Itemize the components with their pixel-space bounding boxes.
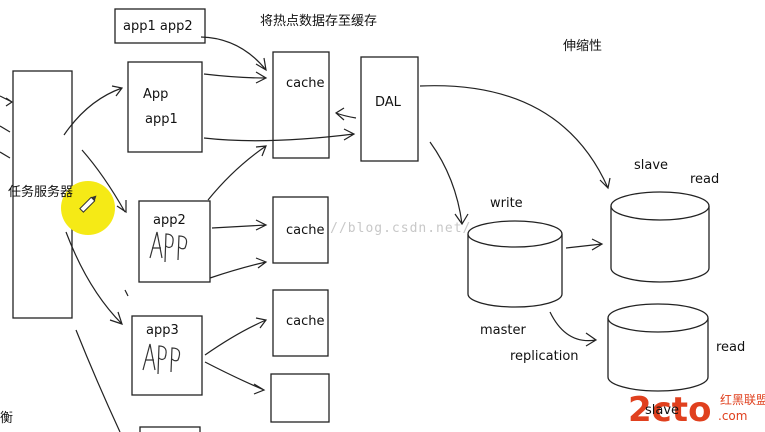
site-logo: 2cto slave 红黑联盟 .com	[628, 390, 765, 430]
app1-box	[127, 61, 203, 153]
hot-data-note: 将热点数据存至缓存	[260, 14, 377, 29]
logo-main-text: 2cto	[628, 390, 711, 430]
top-app-box	[114, 8, 206, 44]
scalability-label: 伸缩性	[563, 38, 602, 54]
cache4-box	[270, 373, 330, 423]
master-label: master	[480, 323, 526, 338]
slave-bottom-label: slave	[645, 403, 679, 418]
read-top-label: read	[690, 172, 719, 187]
cache3-box	[272, 289, 329, 357]
write-label: write	[490, 196, 523, 211]
top-app-label: app1 app2	[123, 19, 193, 34]
replication-label: replication	[510, 349, 579, 364]
app2-handwriting	[149, 231, 188, 263]
app2-label: app2	[153, 213, 186, 228]
task-server-label: 任务服务器	[8, 184, 73, 200]
app3-label: app3	[146, 323, 179, 338]
slave-top-label: slave	[634, 158, 668, 173]
connectors	[63, 36, 611, 432]
cache2-label: cache	[286, 223, 325, 238]
logo-suffix: .com	[718, 409, 747, 423]
slave-db-bottom-cylinder	[607, 303, 709, 392]
app1-upper-label: App	[143, 87, 168, 102]
app1-label: app1	[145, 112, 178, 127]
cache1-box	[272, 51, 330, 159]
watermark-text: http://blog.csdn.net/	[286, 221, 471, 236]
cache2-box	[272, 196, 329, 264]
partial-app-box	[139, 426, 201, 432]
app3-box	[131, 315, 203, 396]
cache1-label: cache	[286, 76, 325, 91]
left-fragment-label: 衡	[0, 411, 13, 426]
dal-label: DAL	[375, 95, 402, 110]
read-bottom-label: read	[716, 340, 745, 355]
left-edge-arrows	[0, 95, 14, 159]
master-db-cylinder	[467, 220, 563, 308]
pencil-icon	[79, 195, 97, 213]
app2-box	[138, 200, 211, 283]
logo-tagline: 红黑联盟	[720, 392, 765, 407]
cache3-label: cache	[286, 314, 325, 329]
slave-db-top-cylinder	[610, 191, 710, 283]
dal-box	[360, 56, 419, 162]
app3-handwriting	[142, 343, 181, 375]
